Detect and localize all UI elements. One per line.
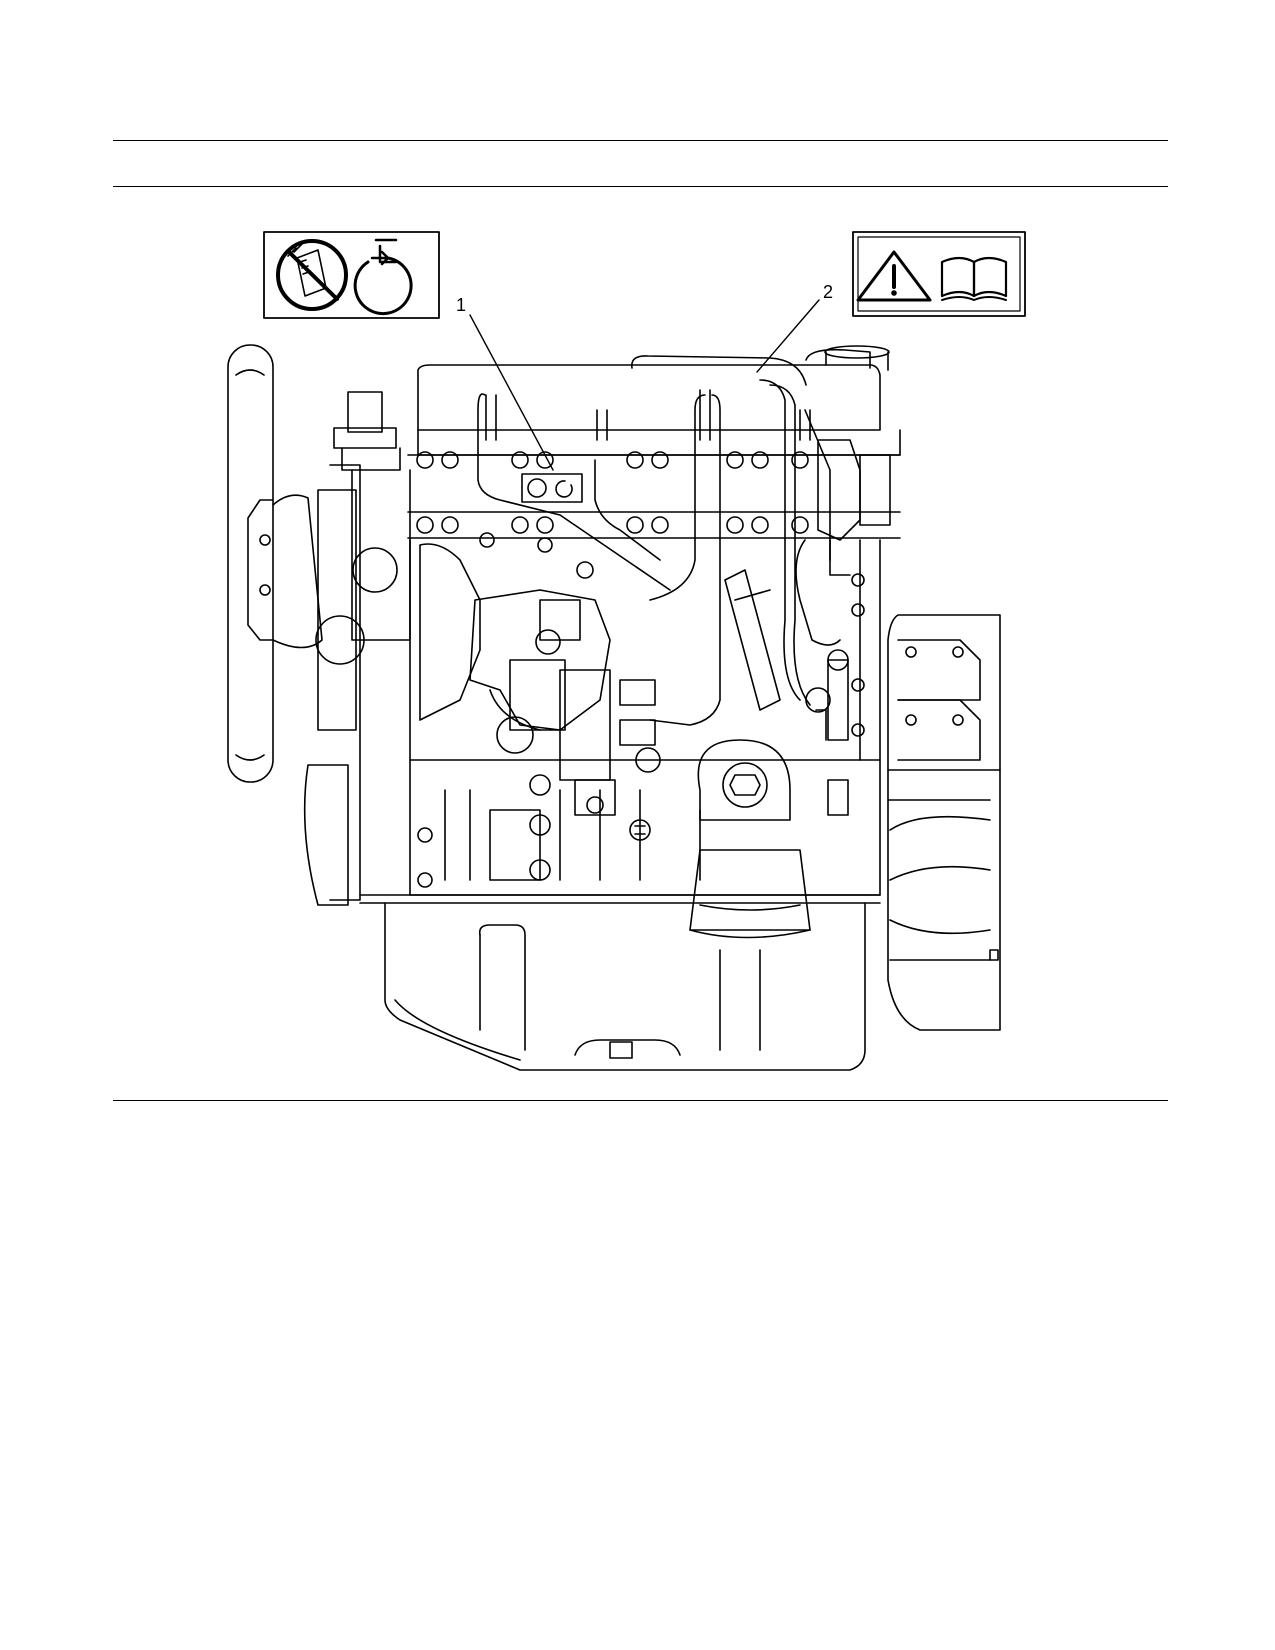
callout-2-leader — [756, 299, 820, 373]
thermostat-housing — [333, 391, 411, 641]
injectors — [485, 389, 811, 441]
front-pulley-assembly — [272, 464, 365, 906]
cooling-fan — [227, 344, 274, 783]
fuel-filter — [724, 569, 849, 816]
header-rule-bottom — [113, 186, 1168, 187]
callout-1-number: 1 — [456, 295, 466, 315]
warning-triangle-icon — [856, 250, 932, 302]
engine-start-icon — [353, 238, 413, 316]
fuel-lines — [477, 379, 831, 726]
oil-filter — [689, 739, 811, 939]
decal-1 — [263, 231, 440, 319]
lower-block — [359, 759, 881, 904]
engine-illustration: 1 2 — [227, 231, 1026, 1071]
header-rule-top — [113, 140, 1168, 141]
head-bolts-upper — [407, 451, 901, 539]
decal-2 — [852, 231, 1026, 317]
rocker-cover — [417, 345, 901, 456]
no-hand-prohibition-icon — [276, 239, 348, 311]
callout-2-number: 2 — [823, 282, 833, 302]
engine-decal-small — [521, 473, 583, 503]
engine-block — [409, 532, 881, 761]
callout-1-leader — [469, 314, 554, 471]
open-book-icon — [940, 256, 1008, 301]
flywheel-housing — [887, 614, 1001, 1031]
injection-pump — [469, 589, 661, 816]
footer-rule — [113, 1100, 1168, 1101]
breather — [795, 439, 891, 646]
oil-pan — [384, 902, 866, 1071]
